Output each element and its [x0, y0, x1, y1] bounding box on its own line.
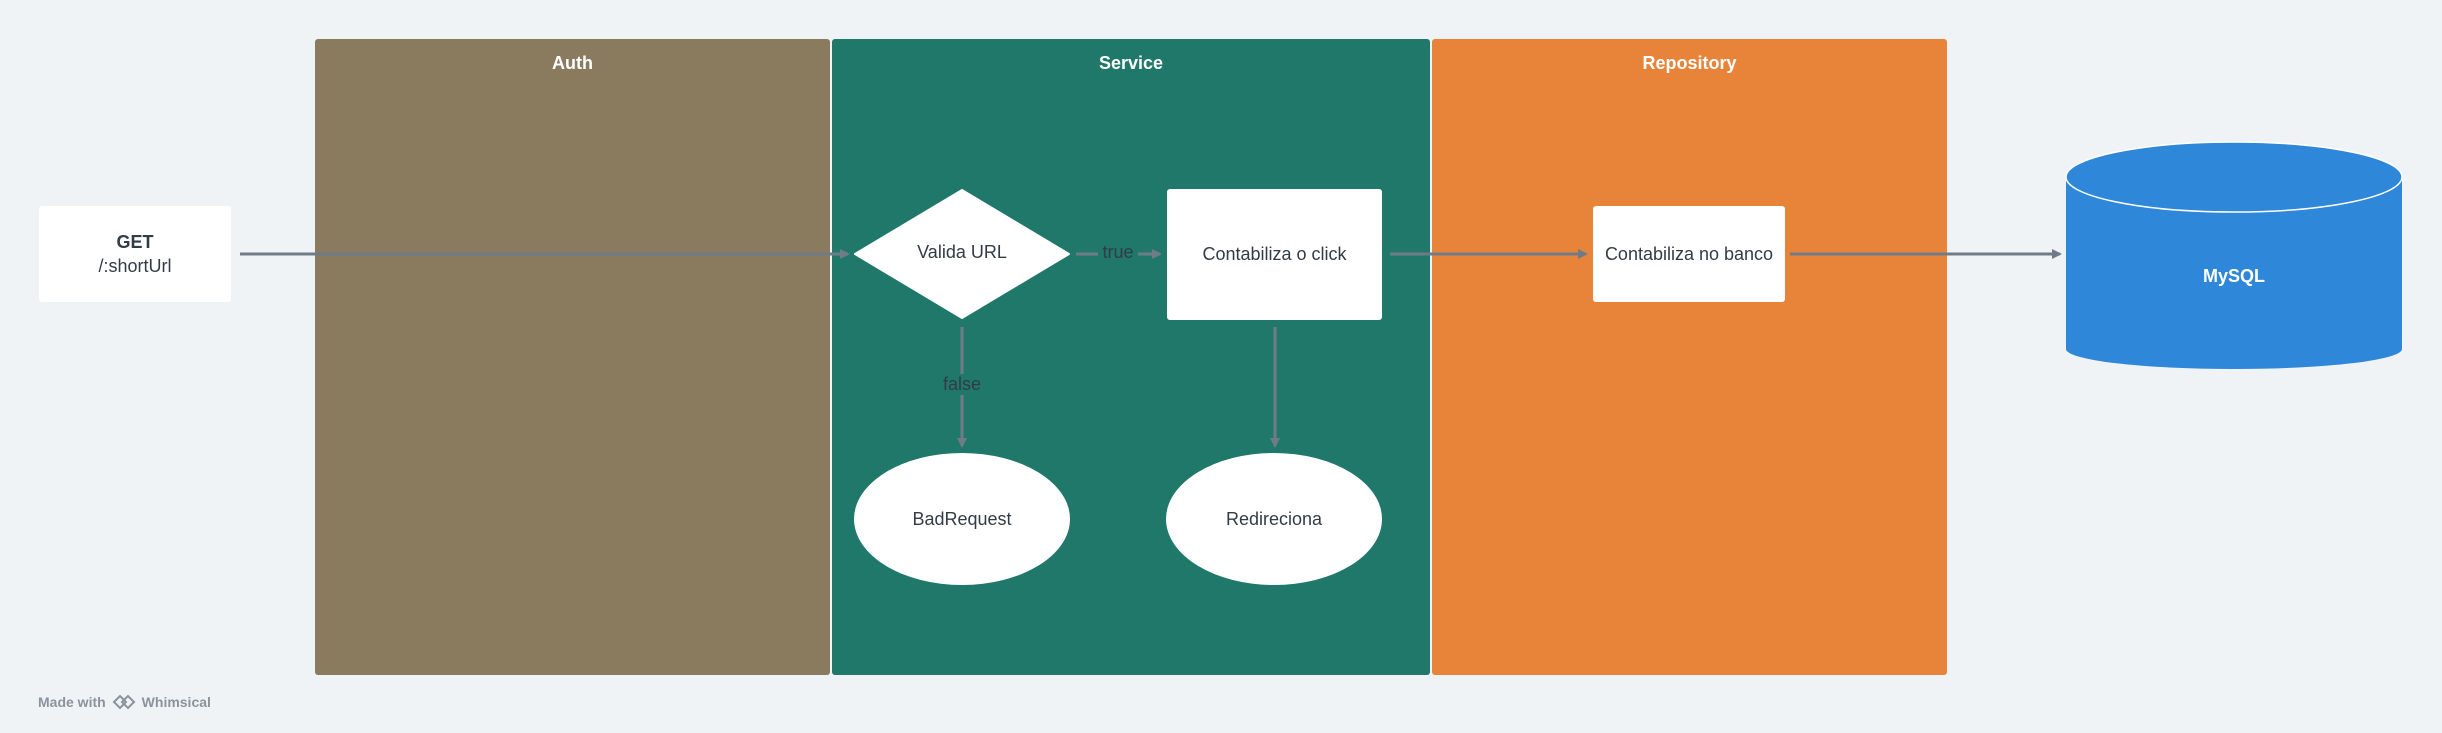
lane-service-title: Service — [1098, 53, 1164, 73]
whimsical-logo-icon — [112, 694, 136, 710]
contabiliza-click-label: Contabiliza o click — [1202, 244, 1347, 264]
request-path: /:shortUrl — [98, 255, 172, 276]
mysql-label: MySQL — [2202, 266, 2265, 286]
edge-label-true: true — [1098, 242, 1138, 263]
redireciona-label: Redireciona — [1225, 508, 1323, 529]
valida-url-label: Valida URL — [917, 242, 1007, 262]
contabiliza-banco-card[interactable]: Contabiliza no banco — [1593, 206, 1785, 302]
valida-url-diamond[interactable] — [854, 189, 1070, 319]
request-method: GET — [116, 231, 154, 252]
contabiliza-click-card[interactable]: Contabiliza o click — [1167, 189, 1382, 320]
redireciona-node[interactable]: Redireciona — [1166, 453, 1382, 585]
whimsical-brand: Whimsical — [141, 694, 211, 710]
bad-request-node[interactable]: BadRequest — [854, 453, 1070, 585]
made-with-footer[interactable]: Made with Whimsical — [38, 694, 211, 710]
request-card[interactable]: GET /:shortUrl — [39, 206, 231, 302]
lane-repository: Repository — [1432, 39, 1947, 675]
lane-auth: Auth — [315, 39, 830, 675]
bad-request-label: BadRequest — [912, 508, 1012, 529]
made-with-text: Made with — [38, 694, 106, 710]
lane-repository-title: Repository — [1642, 53, 1737, 73]
contabiliza-banco-label: Contabiliza no banco — [1604, 243, 1774, 264]
edge-label-false: false — [940, 374, 984, 395]
mysql-database-icon[interactable] — [2065, 141, 2403, 369]
lane-auth-title: Auth — [552, 53, 593, 73]
